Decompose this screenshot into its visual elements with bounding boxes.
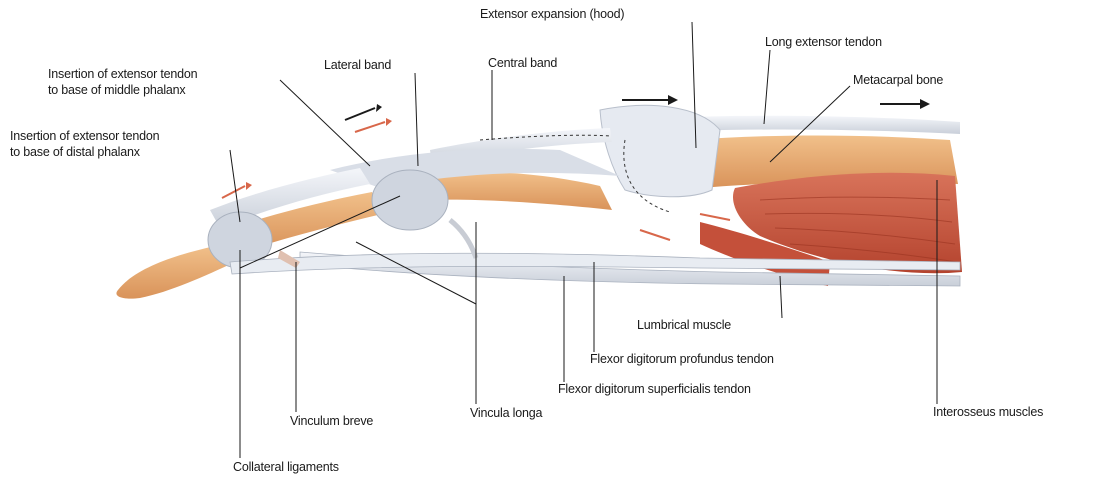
label-insertion-distal-phalanx: Insertion of extensor tendon to base of … [10, 128, 159, 160]
black-arrow-metacarpal-head-icon [920, 99, 930, 109]
leader-lateral-band [415, 73, 418, 166]
label-insertion-distal-line1: Insertion of extensor tendon [10, 128, 159, 144]
red-arrow-lumbrical-icon [700, 214, 730, 220]
label-fdp-tendon: Flexor digitorum profundus tendon [590, 351, 774, 367]
label-insertion-middle-phalanx: Insertion of extensor tendon to base of … [48, 66, 197, 98]
label-fds-tendon: Flexor digitorum superficialis tendon [558, 381, 751, 397]
label-lateral-band: Lateral band [324, 57, 391, 73]
label-long-extensor-tendon: Long extensor tendon [765, 34, 882, 50]
label-interosseus-muscles: Interosseus muscles [933, 404, 1043, 420]
label-insertion-distal-line2: to base of distal phalanx [10, 144, 159, 160]
red-arrow-flexor-icon [640, 230, 670, 240]
black-arrow-left-head-icon [376, 104, 382, 112]
label-vincula-longa: Vincula longa [470, 405, 542, 421]
black-arrow-hood-head-icon [668, 95, 678, 105]
pip-joint-capsule [372, 170, 448, 230]
leader-insertion-middle [280, 80, 370, 166]
extensor-hood-shape [600, 105, 720, 196]
red-arrow-left-head-icon [386, 118, 392, 126]
label-central-band: Central band [488, 55, 557, 71]
red-arrow-left-icon [355, 122, 385, 132]
label-metacarpal-bone: Metacarpal bone [853, 72, 943, 88]
black-arrow-left-icon [345, 108, 375, 120]
label-insertion-middle-line2: to base of middle phalanx [48, 82, 197, 98]
label-collateral-ligaments: Collateral ligaments [233, 459, 339, 475]
proximal-phalanx [420, 172, 612, 210]
red-arrow-distal-head-icon [246, 182, 252, 190]
leader-long-extensor [764, 50, 770, 124]
label-vinculum-breve: Vinculum breve [290, 413, 373, 429]
label-extensor-expansion: Extensor expansion (hood) [480, 6, 624, 22]
label-insertion-middle-line1: Insertion of extensor tendon [48, 66, 197, 82]
vincula-longa-shape [450, 220, 476, 258]
label-lumbrical-muscle: Lumbrical muscle [637, 317, 731, 333]
red-arrow-distal-icon [222, 186, 245, 198]
